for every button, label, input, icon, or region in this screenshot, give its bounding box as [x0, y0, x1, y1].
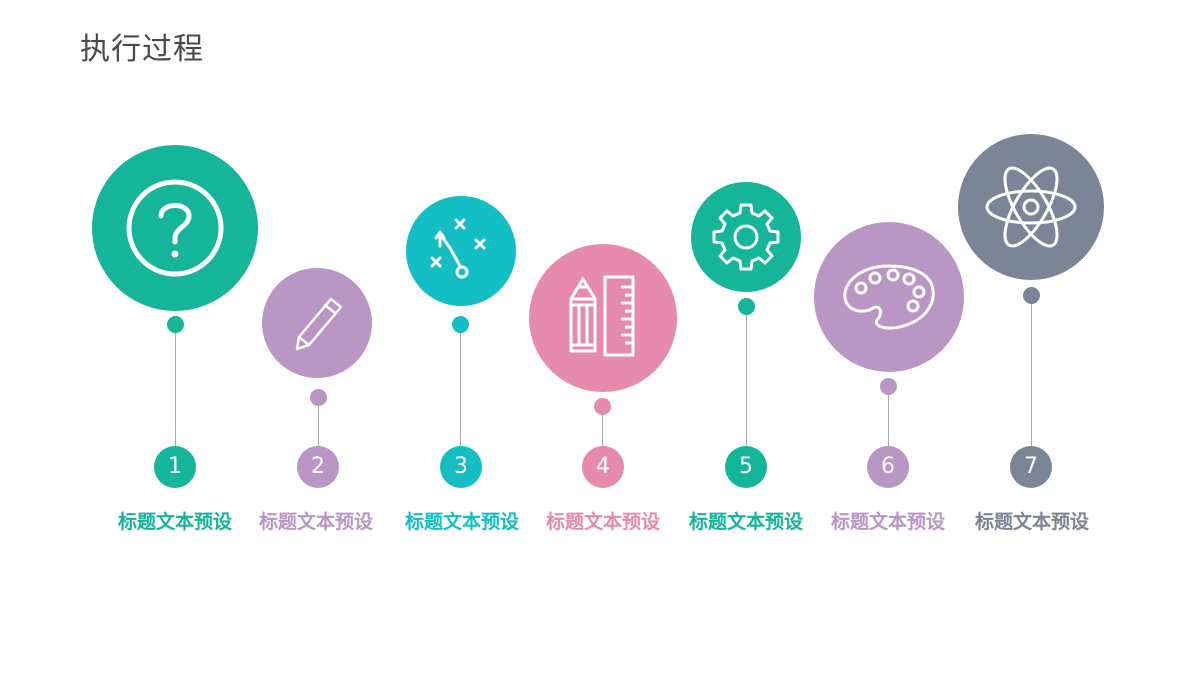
step-5-label: 标题文本预设: [688, 511, 803, 533]
step-7-circle: [958, 134, 1104, 280]
step-1-label: 标题文本预设: [117, 511, 232, 533]
step-1-circle: [92, 145, 258, 311]
step-6-dot: [880, 378, 897, 395]
step-5-circle: [691, 182, 801, 292]
step-3-number: 3: [440, 446, 482, 488]
step-7-stem: [1031, 304, 1032, 448]
step-4-dot: [594, 398, 611, 415]
step-2-number: 2: [297, 446, 339, 488]
pencil-icon: [285, 291, 349, 355]
step-6-circle: [814, 222, 964, 372]
step-4-label: 标题文本预设: [545, 511, 660, 533]
step-6-number: 6: [867, 446, 909, 488]
page-title: 执行过程: [80, 32, 204, 67]
step-4-stem: [602, 415, 603, 448]
step-4-circle: [529, 244, 677, 392]
pencil-ruler-icon: [565, 273, 641, 363]
step-3-dot: [452, 316, 469, 333]
step-5-stem: [746, 315, 747, 448]
gear-icon: [710, 201, 782, 273]
step-1-number: 1: [154, 446, 196, 488]
step-5-number: 5: [725, 446, 767, 488]
step-3-label: 标题文本预设: [404, 511, 519, 533]
step-7-number: 7: [1010, 446, 1052, 488]
step-4-number: 4: [582, 446, 624, 488]
step-1-dot: [167, 316, 184, 333]
step-7-label: 标题文本预设: [974, 511, 1089, 533]
step-2-circle: [262, 268, 372, 378]
step-1-stem: [175, 333, 176, 448]
atom-icon: [983, 159, 1079, 255]
step-5-dot: [738, 298, 755, 315]
step-2-stem: [318, 406, 319, 448]
step-2-dot: [310, 389, 327, 406]
step-6-stem: [888, 395, 889, 448]
step-6-label: 标题文本预设: [830, 511, 945, 533]
strategy-icon: [426, 216, 496, 286]
question-icon: [123, 176, 227, 280]
step-2-label: 标题文本预设: [258, 511, 373, 533]
step-3-circle: [406, 196, 516, 306]
palette-icon: [841, 262, 937, 332]
step-7-dot: [1023, 287, 1040, 304]
step-3-stem: [460, 333, 461, 448]
